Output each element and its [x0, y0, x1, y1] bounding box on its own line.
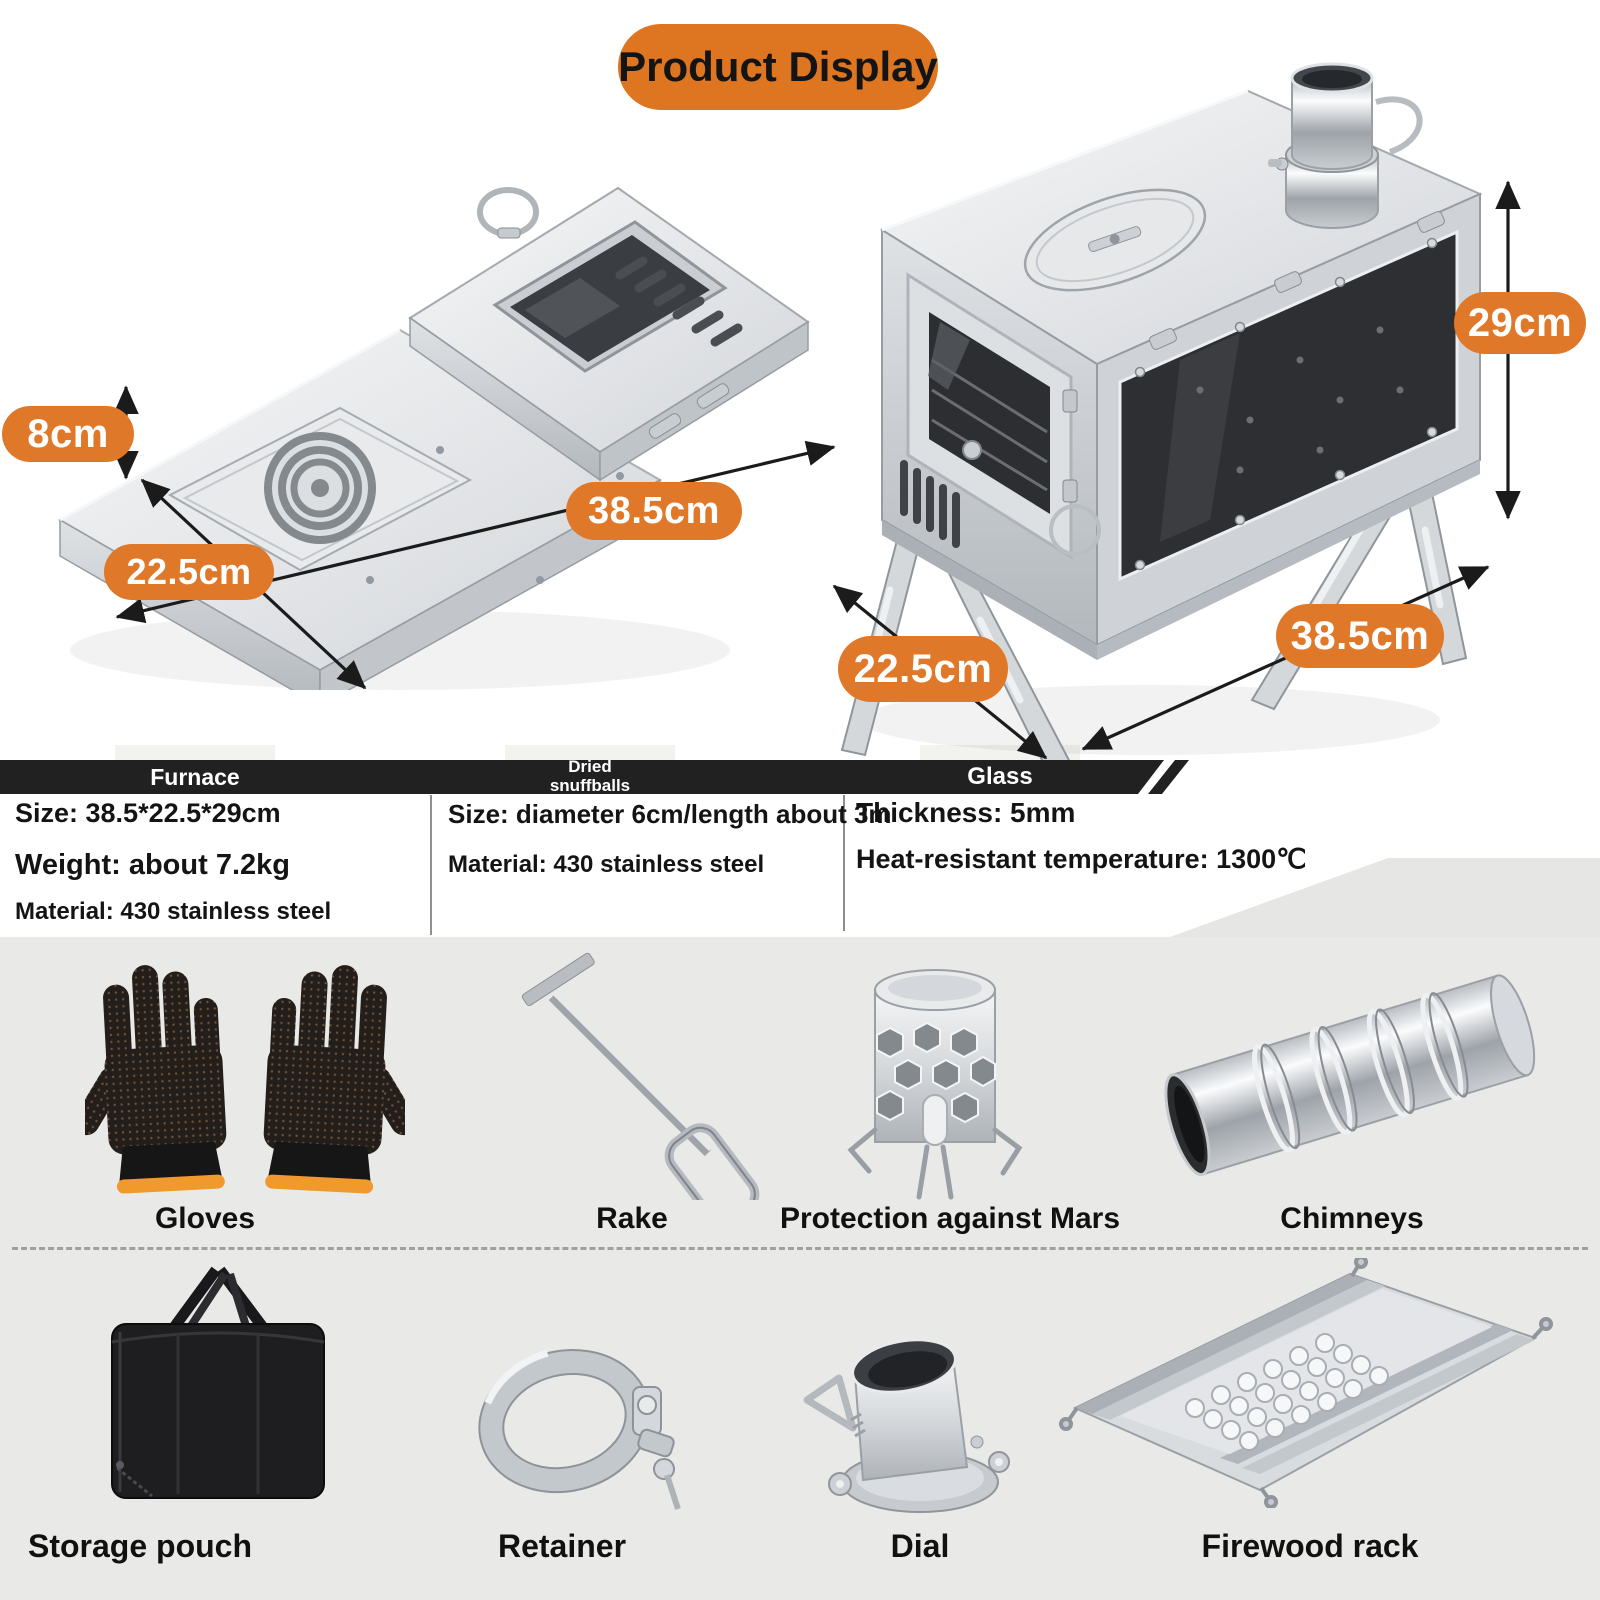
spec-snuffballs-material: Material: 430 stainless steel: [448, 851, 765, 878]
accessory-label-dial: Dial: [890, 1528, 950, 1564]
spec-header-ribbon: [0, 760, 1189, 794]
chimney-image: [1164, 974, 1536, 1177]
spec-column-divider: [430, 795, 432, 935]
spec-glass-thickness: Thickness: 5mm: [856, 797, 1076, 828]
rake-image: [521, 952, 760, 1200]
spec-glass-heat: Heat-resistant temperature: 1300℃: [856, 844, 1307, 874]
firewood-rack-image: [1059, 1258, 1553, 1508]
dimension-badge-assembled-length: 38.5cm: [1276, 604, 1444, 668]
spark-protector-image: [847, 969, 1023, 1200]
spec-snuffballs-size: Size: diameter 6cm/length about 3m: [448, 799, 892, 829]
accessory-label-protection: Protection against Mars: [779, 1202, 1121, 1235]
spec-header-furnace: Furnace: [150, 764, 240, 790]
spec-furnace-weight: Weight: about 7.2kg: [15, 849, 290, 881]
retainer-image: [478, 1349, 681, 1510]
accessory-label-chimneys: Chimneys: [1280, 1202, 1424, 1235]
dimension-badge-folded-height: 8cm: [2, 406, 134, 462]
accessories-row-divider: [12, 1247, 1588, 1250]
spec-furnace-size: Size: 38.5*22.5*29cm: [15, 798, 281, 828]
accessory-label-rake: Rake: [596, 1202, 668, 1235]
accessory-label-firewood-rack: Firewood rack: [1201, 1528, 1419, 1564]
spec-header-snuffballs: Dried snuffballs: [549, 757, 631, 795]
page-title: Product Display: [618, 24, 938, 110]
storage-pouch-image: [111, 1266, 325, 1499]
folded-stove-image: [57, 186, 836, 690]
accessory-label-storage-pouch: Storage pouch: [27, 1528, 252, 1564]
spec-header-glass: Glass: [967, 763, 1033, 790]
assembled-stove-image: [832, 62, 1521, 776]
gloves-image: [85, 965, 405, 1194]
spec-furnace-material: Material: 430 stainless steel: [15, 898, 332, 925]
accessory-label-retainer: Retainer: [497, 1528, 627, 1564]
dimension-badge-assembled-height: 29cm: [1454, 292, 1586, 354]
spec-column-divider: [843, 795, 845, 931]
gray-corner-shape: [1170, 858, 1600, 937]
dial-image: [803, 1338, 1010, 1513]
accessory-label-gloves: Gloves: [154, 1202, 256, 1235]
header-tab-decoration: [115, 745, 275, 760]
dimension-badge-folded-depth: 22.5cm: [104, 544, 274, 600]
dimension-badge-folded-length: 38.5cm: [566, 482, 742, 540]
header-tab-decoration: [505, 745, 675, 760]
dimension-badge-assembled-depth: 22.5cm: [838, 636, 1008, 702]
